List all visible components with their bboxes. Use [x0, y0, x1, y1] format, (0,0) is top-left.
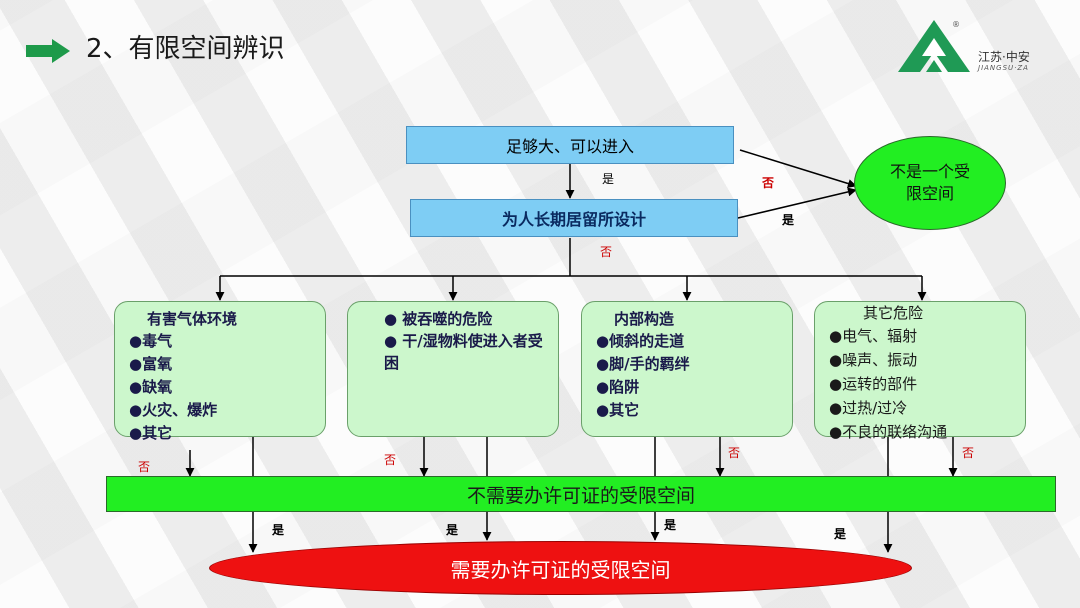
logo-name-en: JIANGSU·ZA — [978, 64, 1029, 72]
yes-label: 是 — [664, 518, 677, 532]
category-item: ●过热/过冷 — [829, 399, 908, 417]
yes-label: 是 — [272, 523, 285, 537]
category-item: ●缺氧 — [129, 378, 173, 396]
category-item: ●倾斜的走道 — [596, 332, 685, 350]
category-title: 内部构造 — [614, 310, 675, 328]
category-item: ●不良的联络沟通 — [829, 423, 948, 441]
category-other-hazards: 其它危险 ●电气、辐射 ●噪声、振动 ●运转的部件 ●过热/过冷 ●不良的联络沟… — [814, 301, 1026, 441]
not-confined-space-result: 不是一个受限空间 — [854, 136, 1006, 230]
not-confined-space-label: 不是一个受限空间 — [890, 162, 971, 203]
company-logo: ® 江苏·中安 JIANGSU·ZA — [896, 18, 1056, 76]
category-internal-configuration: 内部构造 ●倾斜的走道 ●脚/手的羁绊 ●陷阱 ●其它 — [581, 301, 793, 437]
logo-name-cn: 江苏·中安 — [978, 50, 1030, 64]
category-item: ●火灾、爆炸 — [129, 401, 218, 419]
no-permit-required-bar: 不需要办许可证的受限空间 — [106, 476, 1056, 512]
category-hazardous-atmosphere: 有害气体环境 ●毒气 ●富氧 ●缺氧 ●火灾、爆炸 ●其它 — [114, 301, 326, 442]
category-title: 有害气体环境 — [147, 310, 238, 328]
yes-label: 是 — [446, 523, 459, 537]
no-label: 否 — [138, 460, 151, 474]
yes-label: 是 — [602, 172, 615, 186]
category-item: ●噪声、振动 — [829, 351, 918, 369]
category-item: ●陷阱 — [596, 378, 640, 396]
category-item: ●其它 — [129, 424, 173, 442]
question-big-enough-box: 足够大、可以进入 — [406, 126, 734, 164]
yes-label: 是 — [834, 527, 847, 541]
mountain-logo-icon — [898, 20, 970, 72]
no-label: 否 — [762, 176, 775, 190]
header-arrow-icon — [26, 39, 70, 63]
no-label: 否 — [384, 453, 397, 467]
registered-mark: ® — [952, 20, 960, 29]
permit-required-result: 需要办许可证的受限空间 — [209, 541, 912, 595]
slide-title: 2、有限空间辨识 — [86, 34, 285, 64]
category-engulfment: ● 被吞噬的危险 ● 干/湿物料使进入者受困 — [347, 301, 559, 437]
category-item: ●毒气 — [129, 332, 173, 350]
yes-label: 是 — [782, 213, 795, 227]
category-item: ●富氧 — [129, 355, 173, 373]
category-item: ● 干/湿物料使进入者受困 — [384, 332, 543, 372]
category-item: ● 被吞噬的危险 — [384, 310, 493, 328]
no-label: 否 — [600, 245, 613, 259]
question-designed-for-occupancy-box: 为人长期居留所设计 — [410, 199, 738, 237]
category-item: ●脚/手的羁绊 — [596, 355, 690, 373]
category-item: ●运转的部件 — [829, 375, 918, 393]
no-label: 否 — [728, 446, 741, 460]
category-title: 其它危险 — [863, 304, 924, 322]
category-item: ●电气、辐射 — [829, 327, 918, 345]
no-label: 否 — [962, 446, 975, 460]
category-item: ●其它 — [596, 401, 640, 419]
